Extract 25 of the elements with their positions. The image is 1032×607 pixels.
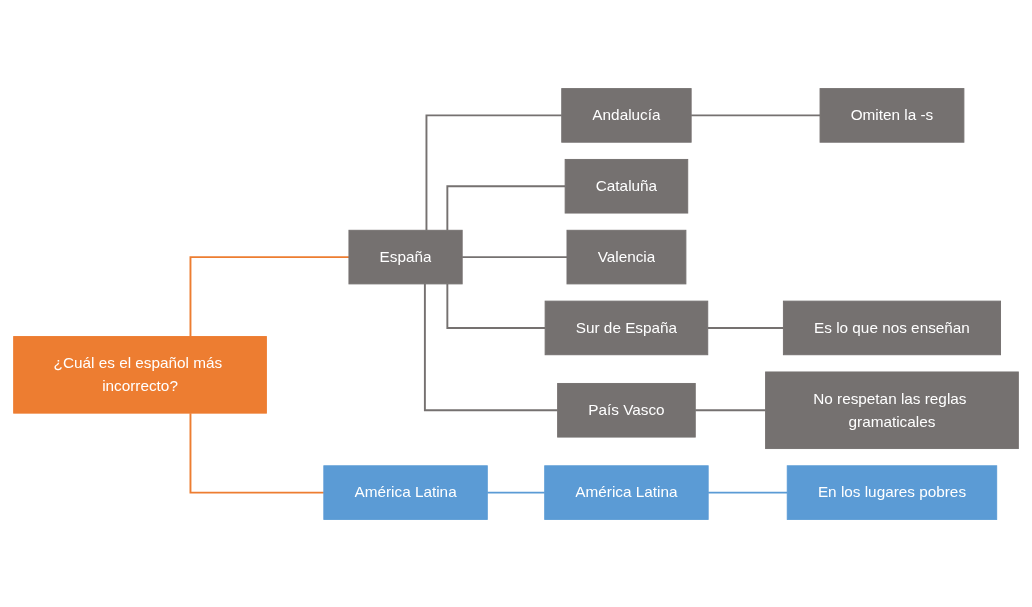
node-box: País Vasco bbox=[557, 382, 696, 438]
connector bbox=[461, 255, 568, 258]
connector bbox=[690, 113, 821, 116]
node-box: En los lugares pobres bbox=[786, 464, 998, 520]
connector bbox=[189, 255, 350, 337]
node-box: Es lo que nos enseñan bbox=[782, 300, 1001, 355]
connector bbox=[425, 113, 563, 231]
node-box: Sur de España bbox=[544, 300, 709, 355]
connector bbox=[694, 408, 767, 411]
connector bbox=[446, 282, 547, 329]
node-box: Valencia bbox=[566, 229, 687, 284]
node-box: Cataluña bbox=[564, 158, 689, 214]
connector bbox=[423, 282, 559, 411]
node-box: Andalucía bbox=[561, 87, 692, 143]
node-box: América Latina bbox=[323, 464, 488, 520]
node-box: Omiten la -s bbox=[819, 87, 965, 143]
node-box: España bbox=[348, 229, 463, 284]
connector bbox=[446, 184, 567, 231]
connector bbox=[707, 491, 789, 494]
connector bbox=[189, 411, 325, 494]
connector bbox=[486, 491, 546, 494]
node-box: ¿Cuál es el español más incorrecto? bbox=[13, 335, 267, 414]
node-box: América Latina bbox=[544, 464, 709, 520]
node-box: No respetan las reglas gramaticales bbox=[765, 371, 1019, 449]
connector bbox=[706, 326, 785, 329]
